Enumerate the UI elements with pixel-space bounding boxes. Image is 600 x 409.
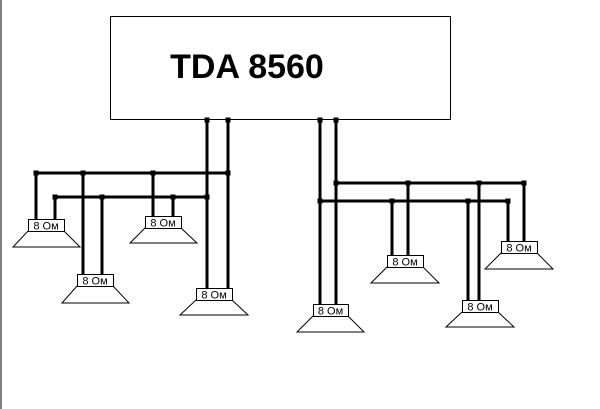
speaker-label-box bbox=[313, 304, 349, 317]
chip-title: TDA 8560 bbox=[170, 48, 324, 86]
speaker-cone-icon bbox=[60, 285, 131, 304]
speaker-label-box bbox=[387, 255, 424, 268]
speaker-impedance-label: 8 Ом bbox=[201, 290, 226, 302]
speaker-cone-icon bbox=[483, 252, 555, 270]
junction-dot bbox=[225, 117, 231, 123]
speaker-impedance-label: 8 Ом bbox=[82, 276, 107, 288]
junction-dot bbox=[99, 194, 105, 200]
speaker-cone-icon bbox=[369, 266, 441, 284]
speaker-cone-icon bbox=[11, 230, 82, 248]
junction-dot bbox=[170, 194, 176, 200]
speaker-impedance-label: 8 Ом bbox=[467, 302, 492, 314]
wires bbox=[34, 120, 526, 304]
speaker-label-box bbox=[196, 288, 233, 301]
junction-dot bbox=[389, 198, 395, 204]
speaker-impedance-label: 8 Ом bbox=[506, 243, 531, 255]
junction-dot bbox=[204, 194, 210, 200]
junction-dot bbox=[333, 117, 339, 123]
speaker-impedance-label: 8 Ом bbox=[33, 221, 58, 233]
amplifier-chip-box bbox=[110, 16, 451, 120]
speaker-label-box bbox=[145, 216, 182, 229]
junction-dot bbox=[521, 180, 527, 186]
junction-dot bbox=[150, 170, 156, 176]
speakers: 8 Ом 8 Ом 8 Ом 8 Ом 8 Ом 8 Ом 8 Ом 8 Ом bbox=[11, 216, 555, 333]
speaker-cone-icon bbox=[128, 227, 199, 244]
speaker-label-box bbox=[28, 219, 65, 232]
junction-dot bbox=[317, 198, 323, 204]
junction-dot bbox=[317, 117, 323, 123]
speaker: 8 Ом bbox=[60, 274, 131, 304]
speaker-label-box bbox=[462, 300, 499, 313]
speaker-impedance-label: 8 Ом bbox=[150, 218, 175, 230]
junction-dot bbox=[465, 198, 471, 204]
junctions bbox=[33, 117, 527, 204]
speaker-cone-icon bbox=[444, 311, 516, 328]
speaker: 8 Ом bbox=[11, 219, 82, 248]
junction-dot bbox=[476, 180, 482, 186]
speaker-cone-icon bbox=[178, 299, 250, 316]
junction-dot bbox=[505, 198, 511, 204]
speaker: 8 Ом bbox=[369, 255, 441, 284]
junction-dot bbox=[333, 180, 339, 186]
speaker: 8 Ом bbox=[128, 216, 199, 244]
speaker-label-box bbox=[77, 274, 114, 287]
speaker: 8 Ом bbox=[178, 288, 250, 316]
speaker-impedance-label: 8 Ом bbox=[318, 306, 343, 318]
junction-dot bbox=[33, 170, 39, 176]
junction-dot bbox=[80, 170, 86, 176]
junction-dot bbox=[225, 170, 231, 176]
junction-dot bbox=[52, 194, 58, 200]
speaker: 8 Ом bbox=[444, 300, 516, 328]
speaker: 8 Ом bbox=[295, 304, 366, 333]
speaker: 8 Ом bbox=[483, 241, 555, 270]
junction-dot bbox=[405, 180, 411, 186]
junction-dot bbox=[204, 117, 210, 123]
speaker-impedance-label: 8 Ом bbox=[392, 257, 417, 269]
speaker-label-box bbox=[501, 241, 538, 254]
speaker-cone-icon bbox=[295, 315, 366, 333]
